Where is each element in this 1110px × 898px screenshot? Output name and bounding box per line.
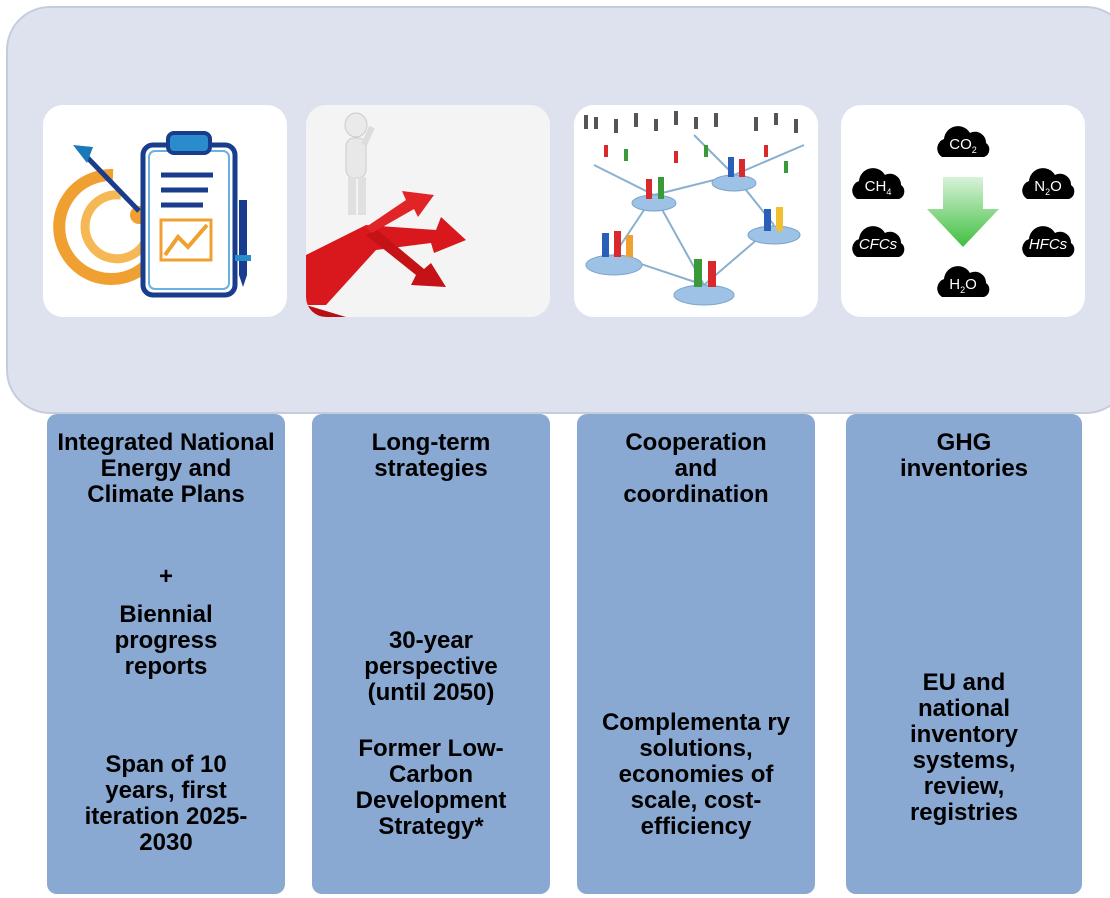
- h2o-cloud: H2O: [932, 265, 994, 301]
- column-subtext: Complementa ry solutions, economies of s…: [601, 709, 791, 840]
- column-title: Long-term strategies: [371, 429, 491, 482]
- h2o-label: H2O: [949, 276, 977, 295]
- cloud-icon: [852, 168, 905, 199]
- cloud-icon: [1022, 168, 1075, 199]
- ch4-cloud: CH4: [847, 167, 909, 203]
- co2-cloud: CO2: [932, 125, 994, 161]
- n2o-cloud: N2O: [1017, 167, 1079, 203]
- column-cooperation: Cooperation and coordination Complementa…: [577, 414, 815, 894]
- clipboard-target-icon: [53, 131, 251, 298]
- plus-sign: +: [158, 563, 173, 590]
- cloud-icon: [1022, 226, 1075, 257]
- column-long-term-strategies: Long-term strategies 30-year perspective…: [312, 414, 550, 894]
- column-title: Integrated National Energy and Climate P…: [57, 429, 275, 508]
- ghg-clouds-image: CO2 CH4 N2O CFCs HFCs H2O: [841, 105, 1085, 317]
- column-subtext: Biennial progress reports: [114, 601, 218, 680]
- cfcs-label: CFCs: [858, 236, 898, 253]
- column-ghg-inventories: GHG inventories EU and national inventor…: [846, 414, 1082, 894]
- crossroads-image: [306, 105, 550, 317]
- column-subtext: Span of 10 years, first iteration 2025-2…: [84, 751, 248, 856]
- down-arrow-icon: [927, 177, 999, 247]
- cfcs-cloud: CFCs: [847, 225, 909, 261]
- cloud-icon: [937, 126, 990, 157]
- network-people-image: [574, 105, 818, 317]
- plan-clipboard-image: [43, 105, 287, 317]
- column-energy-climate-plans: Integrated National Energy and Climate P…: [47, 414, 285, 894]
- cloud-icon: [852, 226, 905, 257]
- red-arrows-person-icon: [306, 105, 550, 317]
- hfcs-label: HFCs: [1028, 236, 1068, 253]
- ch4-label: CH4: [864, 178, 892, 197]
- n2o-label: N2O: [1034, 178, 1062, 197]
- column-title: Cooperation and coordination: [623, 429, 769, 508]
- people-network-icon: [574, 105, 818, 317]
- cloud-icon: [937, 266, 990, 297]
- hfcs-cloud: HFCs: [1017, 225, 1079, 261]
- column-title: GHG inventories: [899, 429, 1029, 482]
- column-subtext: 30-year perspective (until 2050): [364, 627, 498, 706]
- co2-label: CO2: [949, 136, 977, 155]
- column-subtext: EU and national inventory systems, revie…: [909, 669, 1019, 826]
- column-subtext: Former Low-Carbon Development Strategy*: [355, 735, 507, 840]
